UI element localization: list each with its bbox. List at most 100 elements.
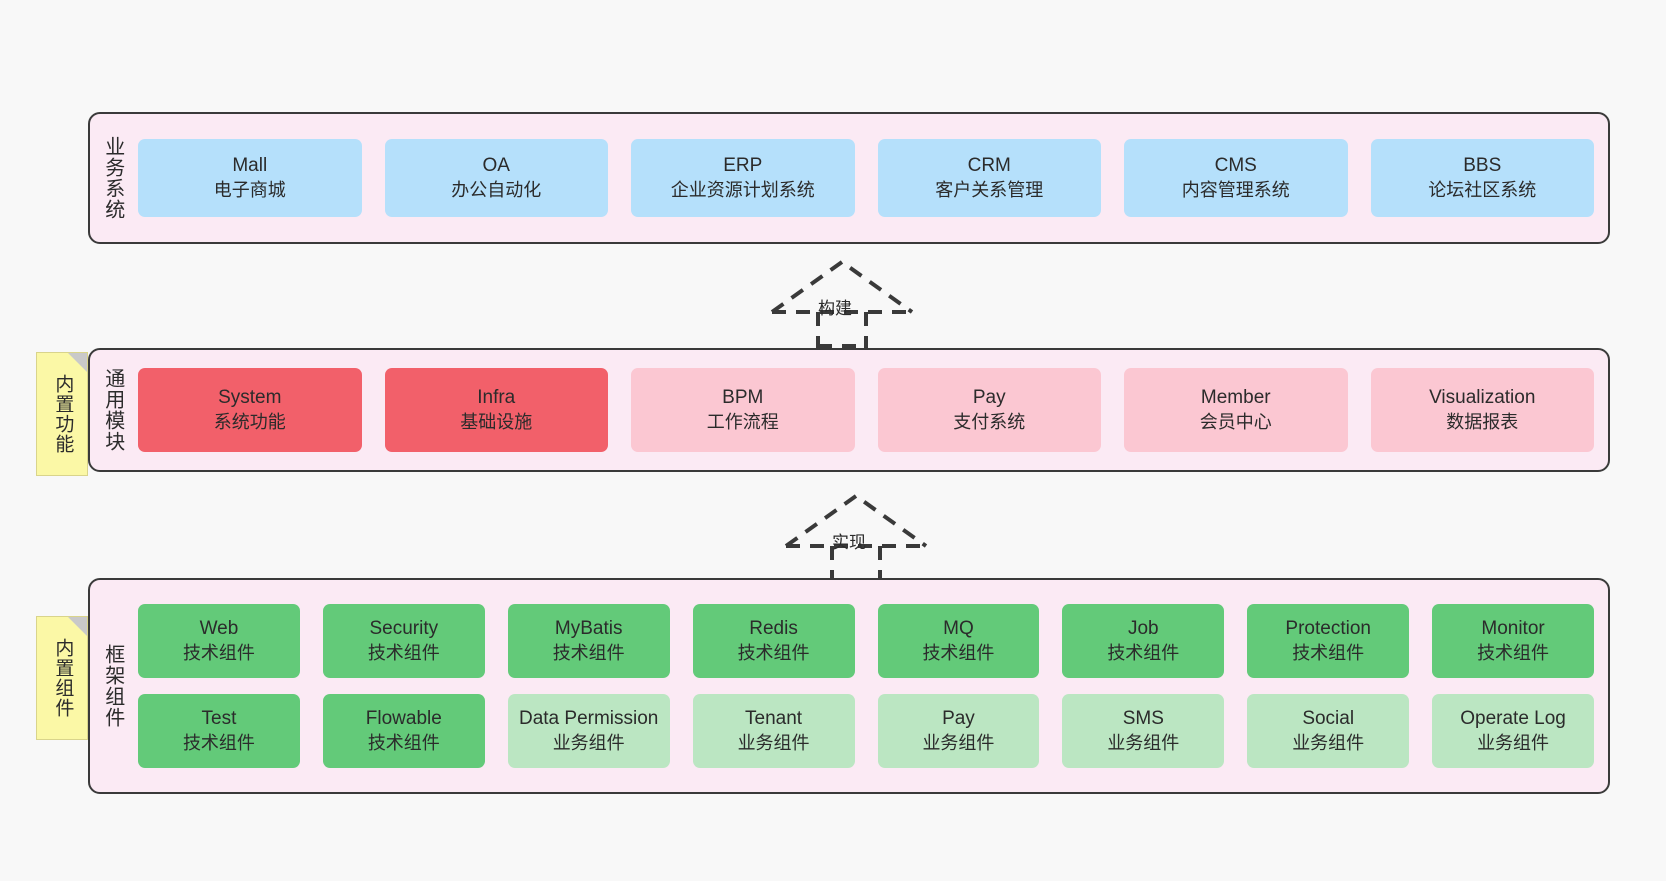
module-name: Pay bbox=[972, 387, 1006, 409]
module-name: CMS bbox=[1214, 155, 1257, 177]
list-item[interactable]: Pay 支付系统 bbox=[877, 368, 1101, 452]
module-box-web[interactable]: Web 技术组件 bbox=[138, 604, 300, 678]
module-box-mall[interactable]: Mall 电子商城 bbox=[138, 139, 362, 217]
module-desc: 业务组件 bbox=[1107, 732, 1180, 753]
module-name: Visualization bbox=[1429, 387, 1536, 409]
list-item[interactable]: Visualization 数据报表 bbox=[1370, 368, 1594, 452]
module-box-bpm[interactable]: BPM 工作流程 bbox=[631, 368, 855, 452]
module-box-visualization[interactable]: Visualization 数据报表 bbox=[1370, 368, 1594, 452]
list-item[interactable]: MyBatis 技术组件 bbox=[507, 604, 670, 678]
module-box-erp[interactable]: ERP 企业资源计划系统 bbox=[631, 139, 855, 217]
module-box-infra[interactable]: Infra 基础设施 bbox=[384, 368, 608, 452]
module-box-monitor[interactable]: Monitor 技术组件 bbox=[1432, 604, 1594, 678]
module-name: ERP bbox=[723, 155, 763, 177]
list-item[interactable]: CRM 客户关系管理 bbox=[877, 139, 1101, 217]
connector-build-label: 构建 bbox=[818, 299, 852, 318]
module-desc: 技术组件 bbox=[182, 642, 255, 663]
module-box-bbs[interactable]: BBS 论坛社区系统 bbox=[1370, 139, 1594, 217]
module-box-flowable[interactable]: Flowable 技术组件 bbox=[322, 694, 485, 768]
module-name: System bbox=[218, 387, 282, 409]
module-box-job[interactable]: Job 技术组件 bbox=[1062, 604, 1225, 678]
module-box-sms[interactable]: SMS 业务组件 bbox=[1062, 694, 1225, 768]
list-item[interactable]: Job 技术组件 bbox=[1062, 604, 1225, 678]
module-name: BBS bbox=[1463, 155, 1502, 177]
module-box-social[interactable]: Social 业务组件 bbox=[1247, 694, 1410, 768]
module-name: Social bbox=[1302, 708, 1355, 730]
list-item[interactable]: Web 技术组件 bbox=[138, 604, 300, 678]
module-box-cms[interactable]: CMS 内容管理系统 bbox=[1124, 139, 1348, 217]
module-desc: 技术组件 bbox=[922, 642, 995, 663]
list-item[interactable]: Test 技术组件 bbox=[138, 694, 300, 768]
module-box-system[interactable]: System 系统功能 bbox=[138, 368, 362, 452]
module-desc: 业务组件 bbox=[1477, 732, 1550, 753]
list-item[interactable]: Flowable 技术组件 bbox=[322, 694, 485, 768]
list-item[interactable]: System 系统功能 bbox=[138, 368, 362, 452]
list-item[interactable]: Data Permission 业务组件 bbox=[507, 694, 670, 768]
module-box-protection[interactable]: Protection 技术组件 bbox=[1247, 604, 1410, 678]
list-item[interactable]: Redis 技术组件 bbox=[692, 604, 855, 678]
module-desc: 会员中心 bbox=[1199, 411, 1272, 432]
module-desc: 技术组件 bbox=[1107, 642, 1180, 663]
list-item[interactable]: Tenant 业务组件 bbox=[692, 694, 855, 768]
module-box-pay[interactable]: Pay 支付系统 bbox=[877, 368, 1101, 452]
module-desc: 技术组件 bbox=[737, 642, 810, 663]
module-desc: 企业资源计划系统 bbox=[670, 179, 815, 200]
list-item[interactable]: SMS 业务组件 bbox=[1062, 694, 1225, 768]
layer-business-system: 业务系统 Mall 电子商城 OA 办公自动化 ERP bbox=[88, 112, 1610, 244]
module-name: Monitor bbox=[1481, 618, 1545, 640]
module-desc: 业务组件 bbox=[737, 732, 810, 753]
list-item[interactable]: Security 技术组件 bbox=[322, 604, 485, 678]
module-desc: 业务组件 bbox=[1292, 732, 1365, 753]
connector-build: 构建 bbox=[756, 256, 928, 348]
module-desc: 论坛社区系统 bbox=[1428, 179, 1537, 200]
module-name: Data Permission bbox=[518, 708, 659, 730]
layer-framework-component-body: Web 技术组件 Security 技术组件 MyBatis 技术组件 bbox=[134, 580, 1608, 792]
layer-common-module-body: System 系统功能 Infra 基础设施 BPM 工作流程 bbox=[134, 350, 1608, 470]
module-box-mq[interactable]: MQ 技术组件 bbox=[877, 604, 1040, 678]
module-box-operate-log[interactable]: Operate Log 业务组件 bbox=[1432, 694, 1594, 768]
module-desc: 技术组件 bbox=[1477, 642, 1550, 663]
module-box-oa[interactable]: OA 办公自动化 bbox=[384, 139, 608, 217]
list-item[interactable]: Infra 基础设施 bbox=[384, 368, 608, 452]
module-box-pay-component[interactable]: Pay 业务组件 bbox=[877, 694, 1040, 768]
connector-implement-label: 实现 bbox=[832, 533, 866, 552]
module-box-redis[interactable]: Redis 技术组件 bbox=[692, 604, 855, 678]
module-box-data-permission[interactable]: Data Permission 业务组件 bbox=[507, 694, 670, 768]
list-item[interactable]: Operate Log 业务组件 bbox=[1432, 694, 1594, 768]
module-name: Job bbox=[1127, 618, 1159, 640]
list-item[interactable]: Member 会员中心 bbox=[1124, 368, 1348, 452]
module-name: CRM bbox=[967, 155, 1011, 177]
list-item[interactable]: CMS 内容管理系统 bbox=[1124, 139, 1348, 217]
module-name: Redis bbox=[749, 618, 798, 640]
module-box-tenant[interactable]: Tenant 业务组件 bbox=[692, 694, 855, 768]
module-box-crm[interactable]: CRM 客户关系管理 bbox=[877, 139, 1101, 217]
module-desc: 技术组件 bbox=[552, 642, 625, 663]
module-box-test[interactable]: Test 技术组件 bbox=[138, 694, 300, 768]
module-box-member[interactable]: Member 会员中心 bbox=[1124, 368, 1348, 452]
module-name: Test bbox=[201, 708, 237, 730]
module-box-security[interactable]: Security 技术组件 bbox=[322, 604, 485, 678]
list-item[interactable]: Protection 技术组件 bbox=[1247, 604, 1410, 678]
list-item[interactable]: Social 业务组件 bbox=[1247, 694, 1410, 768]
list-item[interactable]: MQ 技术组件 bbox=[877, 604, 1040, 678]
list-item[interactable]: Monitor 技术组件 bbox=[1432, 604, 1594, 678]
list-item[interactable]: BBS 论坛社区系统 bbox=[1370, 139, 1594, 217]
module-desc: 技术组件 bbox=[182, 732, 255, 753]
list-item[interactable]: OA 办公自动化 bbox=[384, 139, 608, 217]
module-name: BPM bbox=[722, 387, 764, 409]
module-name: Pay bbox=[942, 708, 975, 730]
module-name: OA bbox=[482, 155, 510, 177]
module-name: Protection bbox=[1285, 618, 1371, 640]
module-box-mybatis[interactable]: MyBatis 技术组件 bbox=[507, 604, 670, 678]
list-item[interactable]: Mall 电子商城 bbox=[138, 139, 362, 217]
list-item[interactable]: ERP 企业资源计划系统 bbox=[631, 139, 855, 217]
list-item[interactable]: Pay 业务组件 bbox=[877, 694, 1040, 768]
module-name: MyBatis bbox=[554, 618, 623, 640]
generalization-arrow-icon bbox=[770, 259, 914, 348]
note-fold-icon bbox=[68, 353, 87, 372]
module-name: Operate Log bbox=[1460, 708, 1566, 730]
layer-common-module: 通用模块 System 系统功能 Infra 基础设施 bbox=[88, 348, 1610, 472]
module-desc: 客户关系管理 bbox=[935, 179, 1044, 200]
list-item[interactable]: BPM 工作流程 bbox=[631, 368, 855, 452]
module-name: SMS bbox=[1122, 708, 1164, 730]
